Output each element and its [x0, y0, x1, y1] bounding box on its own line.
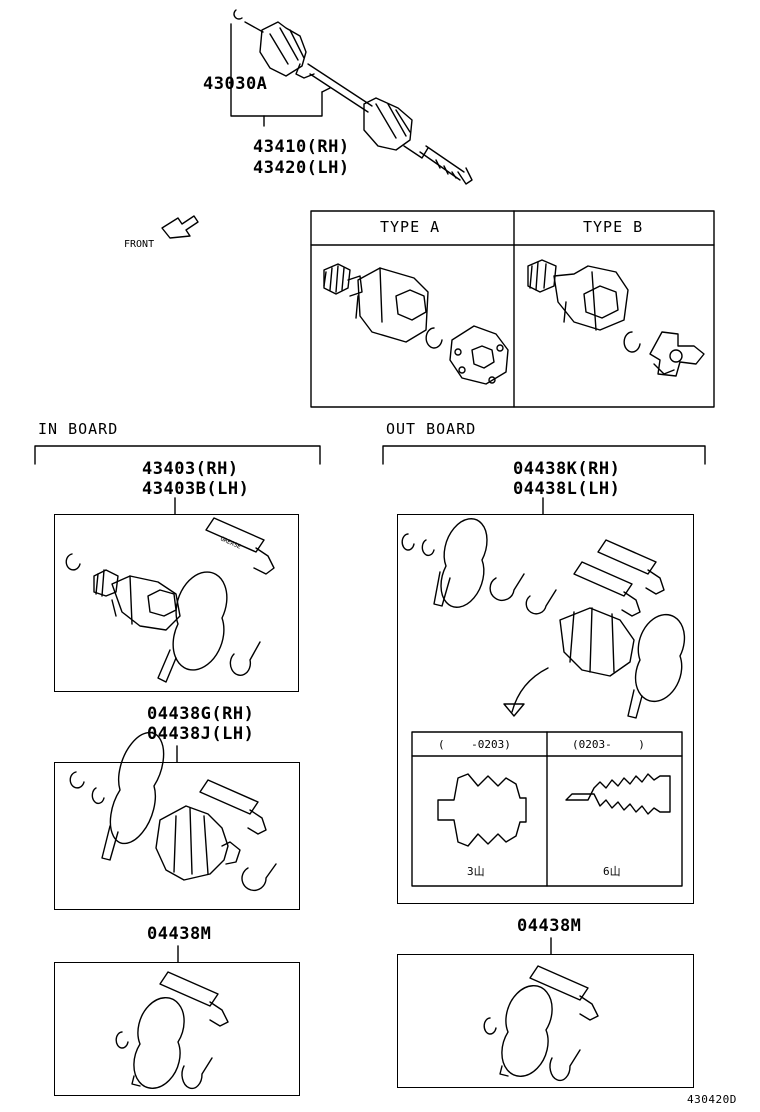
part-number-outboard-boot-lh: 04438L(LH): [513, 479, 621, 499]
outboard-bracket: [382, 445, 706, 465]
part-number-outboard-kit: 04438M: [517, 916, 582, 936]
inboard-kit-box: [54, 962, 300, 1096]
period-after-label: (0203- ): [572, 738, 645, 751]
part-number-inboard-boot-lh: 04438J(LH): [147, 724, 255, 744]
type-a-label: TYPE A: [380, 218, 441, 236]
part-number-boot-kit: 43030A: [203, 74, 268, 94]
type-b-label: TYPE B: [583, 218, 644, 236]
inboard-kit-icon: [115, 971, 229, 1090]
type-a-joint-icon: [323, 263, 509, 385]
inboard-boot-box: [54, 762, 300, 910]
type-b-joint-icon: [527, 259, 705, 377]
outboard-boot-box: [397, 514, 694, 904]
inboard-boot-icon: [69, 731, 277, 892]
outboard-kit-icon: [483, 965, 599, 1082]
type-table-border: [310, 210, 715, 408]
part-number-shaft-rh: 43410(RH): [253, 137, 350, 157]
inboard-joint-box: [54, 514, 299, 692]
inboard-bracket: [34, 445, 321, 465]
drive-shaft-icon: [233, 9, 473, 185]
period-before-label: ( -0203): [438, 738, 511, 751]
part-number-inboard-joint-rh: 43403(RH): [142, 459, 239, 479]
outboard-kit-box: [397, 954, 694, 1088]
figure-code: 430420D: [687, 1093, 737, 1106]
fold-count-after: 6山: [603, 865, 621, 878]
part-number-inboard-joint-lh: 43403B(LH): [142, 479, 250, 499]
leader-line: [230, 23, 323, 117]
fold-count-before: 3山: [467, 865, 485, 878]
front-arrow-icon: [161, 215, 199, 239]
inboard-heading: IN BOARD: [38, 420, 119, 438]
outboard-heading: OUT BOARD: [386, 420, 477, 438]
inboard-joint-icon: GREASE: [65, 517, 275, 683]
part-number-inboard-kit: 04438M: [147, 924, 212, 944]
part-number-outboard-boot-rh: 04438K(RH): [513, 459, 621, 479]
part-number-shaft-lh: 43420(LH): [253, 158, 350, 178]
boot-3-fold-profile: [437, 773, 527, 847]
part-number-inboard-boot-rh: 04438G(RH): [147, 704, 255, 724]
outboard-boot-icon: [401, 518, 686, 719]
boot-6-fold-profile: [565, 773, 671, 815]
front-label: FRONT: [124, 239, 155, 250]
